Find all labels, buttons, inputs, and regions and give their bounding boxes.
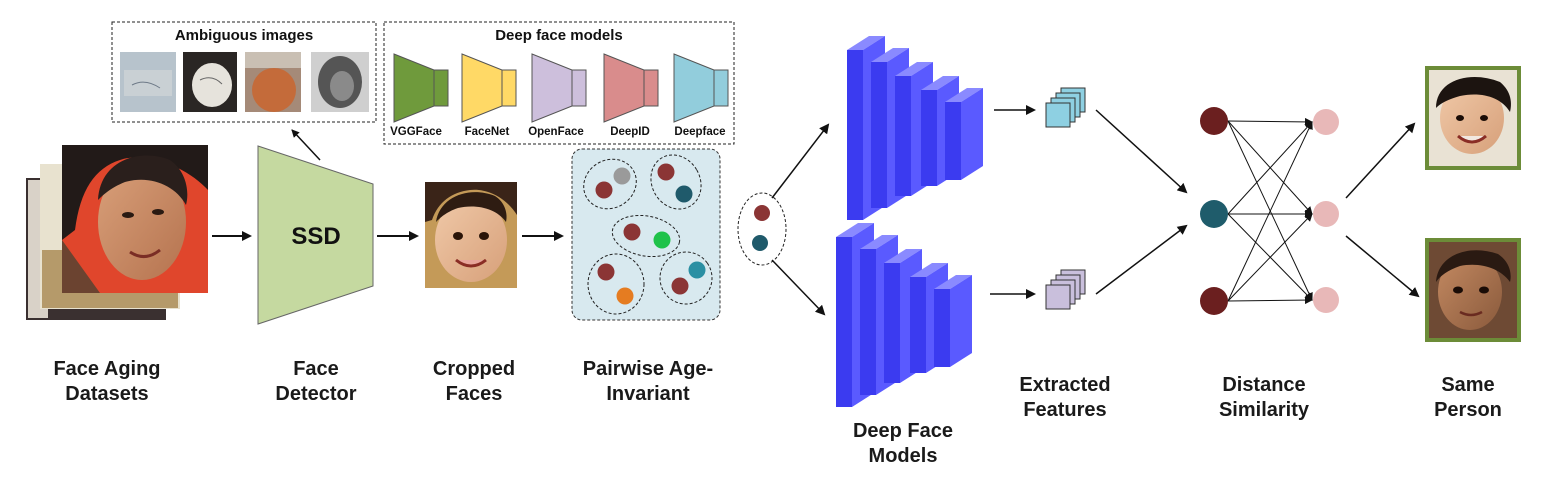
feature-stack-bottom bbox=[1045, 269, 1086, 310]
pair-dot-a bbox=[754, 205, 770, 221]
model-label-facenet: FaceNet bbox=[464, 126, 510, 138]
stage-label-deep-models-line1: Deep Face bbox=[852, 420, 954, 442]
stage-label-same-person-line2: Person bbox=[1434, 399, 1502, 421]
model-label-openface: OpenFace bbox=[528, 126, 584, 138]
model-icon-openface bbox=[531, 53, 587, 123]
stage-label-cropped-line2: Faces bbox=[445, 383, 503, 405]
pair-dot-b bbox=[752, 235, 768, 251]
cropped-face-photo bbox=[425, 182, 517, 288]
stage-label-features-line2: Features bbox=[1023, 399, 1107, 421]
feat-bottom-square-1 bbox=[1045, 284, 1071, 310]
stage-label-pairwise: Pairwise Age- Invariant bbox=[566, 357, 730, 407]
stage-label-datasets-line1: Face Aging bbox=[53, 358, 161, 380]
feat-top-square-1 bbox=[1045, 102, 1071, 128]
arrow-pair-to-model-top bbox=[771, 123, 830, 199]
ssd-label: SSD bbox=[291, 223, 340, 250]
stage-label-detector: Face Detector bbox=[246, 357, 386, 407]
cnn-model-top bbox=[847, 36, 983, 220]
stage-label-distance: Distance Similarity bbox=[1194, 373, 1334, 423]
network-input-node-1 bbox=[1200, 107, 1228, 135]
model-icons bbox=[393, 53, 729, 123]
model-icon-deepid bbox=[603, 53, 659, 123]
model-label-vggface: VGGFace bbox=[390, 126, 442, 138]
stage-label-distance-line1: Distance bbox=[1222, 374, 1306, 396]
model-icon-vggface bbox=[393, 53, 449, 123]
network-input-node-2 bbox=[1200, 200, 1228, 228]
ambiguous-images-title: Ambiguous images bbox=[174, 27, 314, 44]
model-label-deepid: DeepID bbox=[610, 126, 650, 138]
stage-label-pairwise-line1: Pairwise Age- bbox=[582, 358, 714, 380]
stage-label-features-line1: Extracted bbox=[1019, 374, 1111, 396]
pairwise-group-3 bbox=[611, 214, 681, 258]
stage-label-cropped-line1: Cropped bbox=[432, 358, 516, 380]
network-input-node-3 bbox=[1200, 287, 1228, 315]
ambiguous-images-box bbox=[111, 21, 377, 123]
pairwise-group-4 bbox=[587, 253, 645, 315]
pairwise-group-2 bbox=[650, 154, 702, 210]
model-label-deepface: Deepface bbox=[674, 126, 726, 138]
model-icon-deepface bbox=[673, 53, 729, 123]
feature-stack-top bbox=[1045, 87, 1086, 128]
network-output-node-3 bbox=[1313, 287, 1339, 313]
ssd-detector-block bbox=[257, 145, 374, 325]
arrow-detector-to-ambiguous bbox=[291, 129, 321, 161]
stage-label-deep-models: Deep Face Models bbox=[833, 419, 973, 469]
pairwise-groups bbox=[583, 154, 713, 315]
same-person-photo-bottom bbox=[1425, 238, 1521, 342]
arrow-network-to-photo-bottom bbox=[1345, 235, 1420, 298]
stage-label-datasets-line2: Datasets bbox=[65, 383, 149, 405]
stage-label-same-person: Same Person bbox=[1398, 373, 1538, 423]
deep-face-models-box bbox=[383, 21, 735, 145]
stage-label-distance-line2: Similarity bbox=[1218, 399, 1310, 421]
stage-label-detector-line2: Detector bbox=[275, 383, 357, 405]
distance-network bbox=[1200, 107, 1339, 315]
deep-face-models-title: Deep face models bbox=[495, 27, 623, 44]
stage-label-features: Extracted Features bbox=[995, 373, 1135, 423]
arrow-pair-to-model-bottom bbox=[771, 259, 826, 316]
network-output-node-1 bbox=[1313, 109, 1339, 135]
stage-label-deep-models-line2: Models bbox=[868, 445, 938, 467]
stage-label-datasets: Face Aging Datasets bbox=[27, 357, 187, 407]
stage-label-cropped: Cropped Faces bbox=[404, 357, 544, 407]
stage-label-detector-line1: Face bbox=[293, 358, 339, 380]
dataset-photo-stack bbox=[26, 145, 208, 320]
arrow-features-top-to-distance bbox=[1095, 109, 1188, 194]
pairwise-panel bbox=[571, 148, 721, 321]
stage-label-pairwise-line2: Invariant bbox=[606, 383, 690, 405]
pairwise-group-1 bbox=[583, 158, 637, 210]
cnn-model-bottom bbox=[836, 223, 972, 407]
stage-label-same-person-line1: Same bbox=[1441, 374, 1495, 396]
network-output-node-2 bbox=[1313, 201, 1339, 227]
pair-selector-ellipse bbox=[737, 192, 787, 266]
ambiguous-thumbnails bbox=[120, 52, 369, 112]
model-icon-facenet bbox=[461, 53, 517, 123]
pairwise-group-5 bbox=[659, 251, 713, 305]
cnn-bottom-layer-5 bbox=[934, 275, 972, 367]
cnn-top-layer-5 bbox=[945, 88, 983, 180]
same-person-photo-top bbox=[1425, 66, 1521, 170]
arrow-features-bottom-to-distance bbox=[1095, 224, 1188, 295]
arrow-network-to-photo-top bbox=[1345, 122, 1416, 199]
